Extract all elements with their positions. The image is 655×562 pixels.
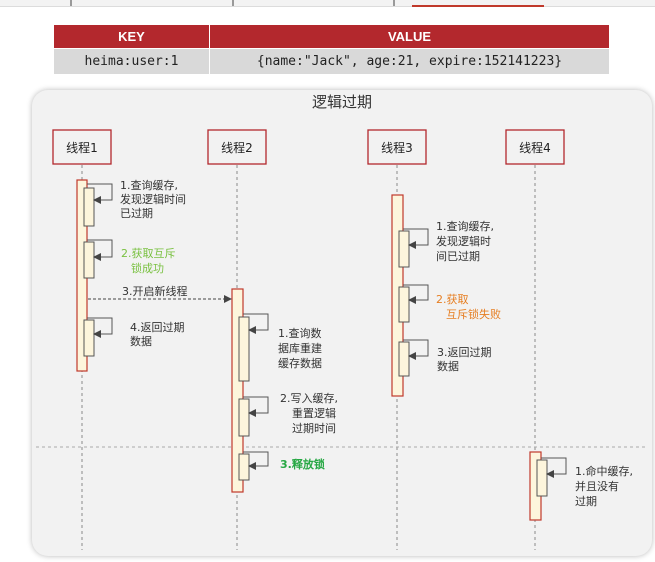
t4-hit-activation xyxy=(536,459,548,497)
t4-hit-label: 1.命中缓存, 并且没有 过期 xyxy=(575,464,637,508)
t3-lock-activation xyxy=(398,286,410,323)
t1-query-arrow xyxy=(87,183,113,204)
thread-1-box: 线程1 xyxy=(52,129,112,165)
thread-3-label: 线程3 xyxy=(381,140,413,155)
table-header-row: KEY VALUE xyxy=(53,24,610,49)
top-edge-bar xyxy=(0,0,655,7)
t1-lock-arrow xyxy=(87,239,113,261)
diagram-panel xyxy=(32,90,652,556)
thread-2-box: 线程2 xyxy=(207,129,267,165)
top-edge-tick xyxy=(70,0,72,6)
diagram-title: 逻辑过期 xyxy=(312,93,372,111)
table-row: heima:user:1 {name:"Jack", age:21, expir… xyxy=(53,48,610,75)
step-labels: 1.查询缓存, 发现逻辑时间 已过期 2.获取互斥 锁成功 3.开启新线程 4.… xyxy=(120,178,637,508)
top-edge-tick xyxy=(393,0,395,6)
t3-query-arrow xyxy=(403,228,429,249)
t1-lock-activation xyxy=(83,241,95,279)
t1-query-activation xyxy=(83,187,95,227)
t2-write-label: 2.写入缓存, 重置逻辑 过期时间 xyxy=(280,391,342,435)
redis-kv-table: KEY VALUE heima:user:1 {name:"Jack", age… xyxy=(53,24,610,75)
thread-4-box: 线程4 xyxy=(505,129,565,165)
top-edge-tick xyxy=(232,0,234,6)
value-header: VALUE xyxy=(209,24,610,49)
t3-lock-arrow xyxy=(403,284,429,304)
t1-query-label: 1.查询缓存, 发现逻辑时间 已过期 xyxy=(120,178,190,220)
thread-1-label: 线程1 xyxy=(66,140,98,155)
t2-write-activation xyxy=(238,398,250,437)
t3-query-label: 1.查询缓存, 发现逻辑时 间已过期 xyxy=(436,219,498,263)
t3-return-label: 3.返回过期 数据 xyxy=(437,346,495,373)
t1-return-label: 4.返回过期 数据 xyxy=(130,321,188,348)
t2-db-activation xyxy=(238,316,250,382)
self-call-arrows xyxy=(87,183,567,478)
t2-db-label: 1.查询数 据库重建 缓存数据 xyxy=(278,326,326,370)
t1-lock-label: 2.获取互斥 锁成功 xyxy=(121,247,179,275)
key-cell: heima:user:1 xyxy=(53,48,210,75)
value-cell: {name:"Jack", age:21, expire:152141223} xyxy=(209,48,610,75)
sub-activations xyxy=(83,187,548,497)
t1-return-arrow xyxy=(87,317,113,338)
t3-return-activation xyxy=(398,341,410,377)
t3-query-activation xyxy=(398,230,410,268)
thread-2-label: 线程2 xyxy=(221,140,253,155)
t2-db-arrow xyxy=(243,313,269,334)
t2-release-label: 3.释放锁 xyxy=(280,457,325,471)
t1-return-activation xyxy=(83,319,95,357)
top-edge-accent xyxy=(412,5,544,7)
t2-write-arrow xyxy=(243,396,269,417)
thread-2-activation xyxy=(231,288,244,493)
t2-release-activation xyxy=(238,453,250,481)
t1-spawn-label: 3.开启新线程 xyxy=(122,284,188,298)
t2-release-arrow xyxy=(243,451,269,470)
key-header: KEY xyxy=(53,24,210,49)
t4-hit-arrow xyxy=(541,457,567,478)
t3-return-arrow xyxy=(403,339,429,360)
t3-lock-label: 2.获取 互斥锁失败 xyxy=(436,293,501,321)
thread-3-box: 线程3 xyxy=(367,129,427,165)
thread-4-label: 线程4 xyxy=(519,140,551,155)
